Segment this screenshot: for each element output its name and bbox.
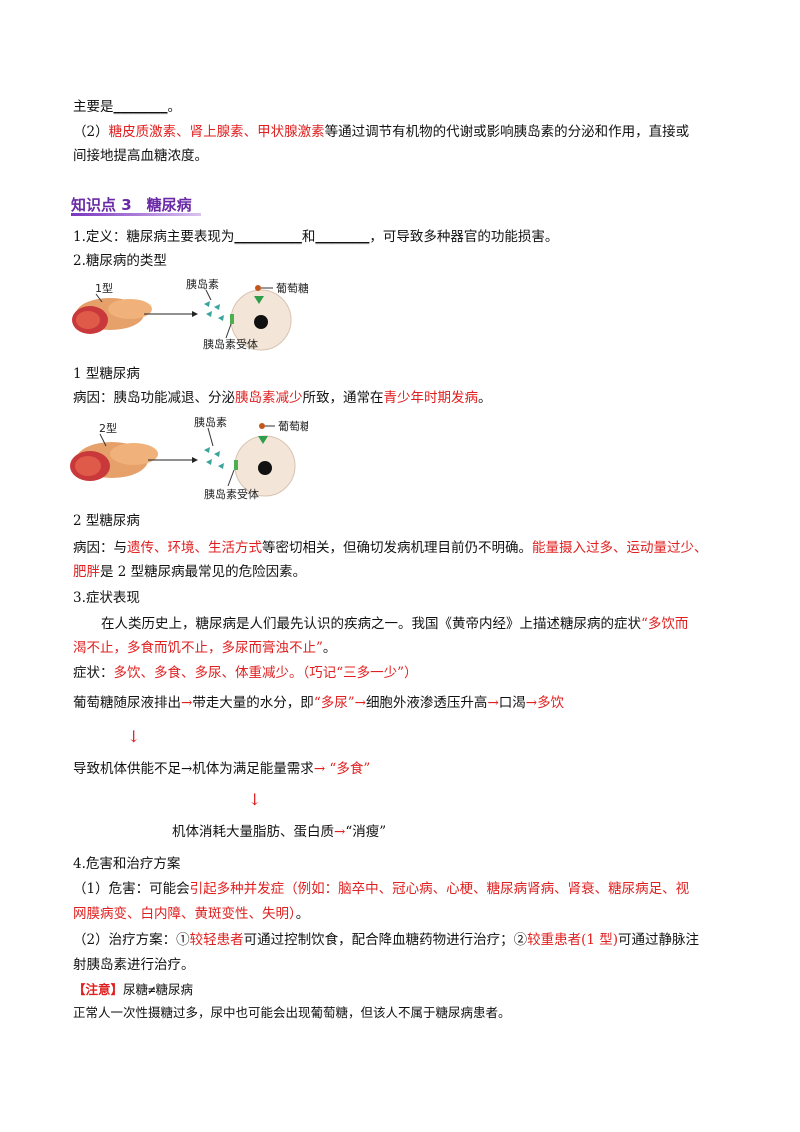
glucose-channel-arrow xyxy=(254,296,264,304)
harm-heading: 4.危害和治疗方案 xyxy=(73,856,181,872)
type2-cause: 病因：与遗传、环境、生活方式等密切相关，但确切发病机理目前仍不明确。能量摄入过多… xyxy=(73,540,708,556)
note-tag: 【注意】 xyxy=(73,982,124,997)
harm-line-cont: 网膜病变、白内障、黄斑变性、失明）。 xyxy=(73,906,310,922)
type2-cause-cont: 肥胖是 2 型糖尿病最常见的危险因素。 xyxy=(73,564,307,580)
types-heading: 2.糖尿病的类型 xyxy=(73,253,167,269)
flow-line-2: 导致机体供能不足→机体为满足能量需求→ “多食” xyxy=(73,761,371,777)
flow-line-3: 机体消耗大量脂肪、蛋白质→“消瘦” xyxy=(172,824,387,840)
text-line: 主要是________。 xyxy=(73,99,181,115)
treatment-line: （2）治疗方案：①较轻患者可通过控制饮食，配合降血糖药物进行治疗；②较重患者(1… xyxy=(73,932,700,948)
flow-line-1: 葡萄糖随尿液排出→带走大量的水分，即“多尿”→细胞外液渗透压升高→口渴→多饮 xyxy=(73,695,565,711)
note-title: 【注意】尿糖≠糖尿病 xyxy=(73,982,194,997)
definition-line: 1.定义：糖尿病主要表现为__________和________，可导致多种器官… xyxy=(73,229,559,245)
type1-cause: 病因：胰岛功能减退、分泌胰岛素减少所致，通常在青少年时期发病。 xyxy=(73,390,492,406)
insulin-label: 胰岛素 xyxy=(194,415,227,429)
type-label: 1型 xyxy=(95,281,113,295)
history-line-cont: 渴不止，多食而饥不止，多尿而膏浊不止”。 xyxy=(73,640,337,656)
down-arrow: ↓ xyxy=(127,727,141,746)
glucose-channel-arrow xyxy=(258,436,268,444)
history-line: 在人类历史上，糖尿病是人们最先认识的疾病之一。我国《黄帝内经》上描述糖尿病的症状… xyxy=(101,616,689,632)
receptor-label: 胰岛素受体 xyxy=(204,487,259,501)
answer-blank: __________ xyxy=(234,229,302,245)
section-title: 知识点 3 糖尿病 xyxy=(71,196,192,214)
glucose-dot xyxy=(255,285,261,291)
type2-heading: 2 型糖尿病 xyxy=(73,513,140,529)
glucose-dot xyxy=(259,423,265,429)
text-line: 间接地提高血糖浓度。 xyxy=(73,148,208,164)
glucose-label: 葡萄糖 xyxy=(276,281,308,295)
note-body: 正常人一次性摄糖过多，尿中也可能会出现葡萄糖，但该人不属于糖尿病患者。 xyxy=(73,1005,511,1020)
cell-nucleus xyxy=(258,461,272,475)
insulin-molecules xyxy=(204,301,224,321)
down-arrow: ↓ xyxy=(248,790,262,809)
treatment-line-cont: 射胰岛素进行治疗。 xyxy=(73,957,195,973)
cell-nucleus xyxy=(254,315,268,329)
symptoms-heading: 3.症状表现 xyxy=(73,590,140,606)
type-label: 2型 xyxy=(99,421,117,435)
glucose-label: 葡萄糖 xyxy=(278,419,308,433)
harm-line: （1）危害：可能会引起多种并发症（例如：脑卒中、冠心病、心梗、糖尿病肾病、肾衰、… xyxy=(73,881,690,897)
insulin-receptor xyxy=(234,460,238,470)
text-line: （2）糖皮质激素、肾上腺素、甲状腺激素等通过调节有机物的代谢或影响胰岛素的分泌和… xyxy=(73,124,690,140)
section-underline xyxy=(71,213,201,216)
type1-diagram: 1型 胰岛素 葡萄糖 胰岛素受体 xyxy=(72,277,308,351)
answer-blank: ________ xyxy=(113,99,168,115)
insulin-molecules xyxy=(204,447,224,469)
receptor-label: 胰岛素受体 xyxy=(203,337,258,351)
insulin-receptor xyxy=(230,314,234,324)
symptoms-line: 症状：多饮、多食、多尿、体重减少。（巧记“三多一少”） xyxy=(73,665,418,681)
insulin-label: 胰岛素 xyxy=(186,277,219,291)
type1-heading: 1 型糖尿病 xyxy=(73,366,140,382)
answer-blank: ________ xyxy=(315,229,370,245)
type2-diagram: 2型 胰岛素 葡萄糖 胰岛素受体 xyxy=(70,415,308,501)
